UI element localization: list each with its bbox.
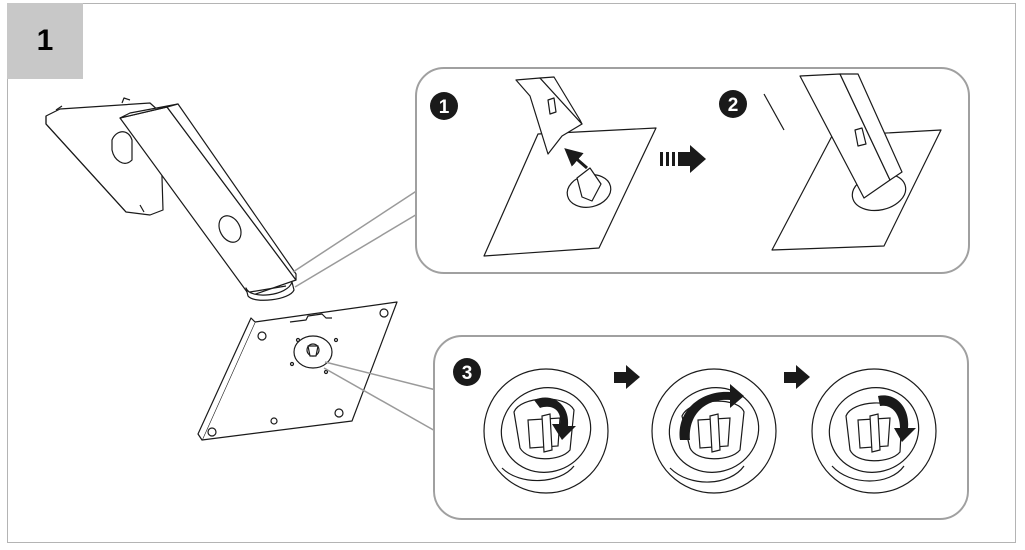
rotate-arrow-icon [878,395,916,442]
rotation-step-3-drawing [811,368,937,494]
panel-2-drawing [763,73,942,251]
insert-arrow-icon [564,148,588,170]
step-marker-3-label: 3 [462,363,473,384]
dashed-arrow-right-icon [660,145,706,173]
arrow-right-icon [784,365,810,389]
step-marker-2-label: 2 [728,95,739,116]
step-marker-1-label: 1 [439,97,450,118]
rotate-arrow-icon [534,397,576,440]
arrow-right-icon [614,365,640,389]
instruction-frame [7,3,1016,543]
step-number: 1 [36,24,54,57]
step-number-tab: 1 [7,3,83,79]
rotation-step-2-drawing [651,368,777,494]
panel-1-drawing [483,76,657,257]
step-marker-1-icon: 1 [430,92,458,120]
stand-neck-drawing [45,97,297,301]
rotate-arrow-icon [679,384,744,440]
rotation-step-1-drawing [483,368,609,494]
step-marker-3-icon: 3 [453,358,481,386]
step-marker-2-icon: 2 [719,90,747,118]
callout-connector-top [292,189,425,288]
callout-connector-bottom [323,361,438,433]
stand-base-drawing [197,301,398,441]
